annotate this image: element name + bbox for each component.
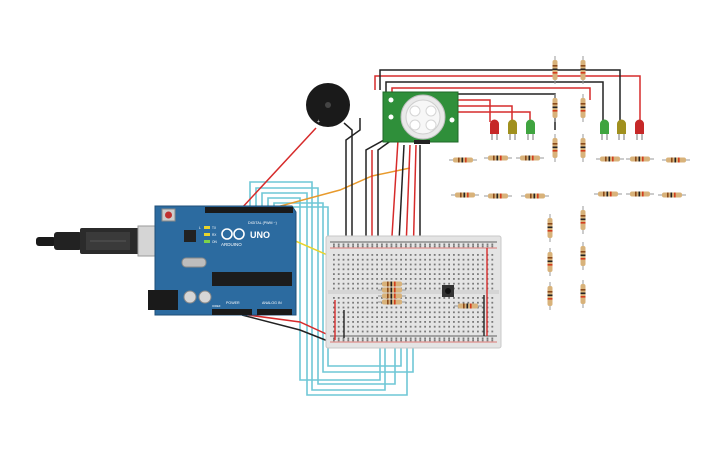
resistor[interactable] [451,192,479,198]
arduino-logo-icon [221,228,245,240]
wire-red[interactable] [458,105,513,122]
wire-red[interactable] [458,99,491,122]
ioref-label: IOREF [212,304,221,308]
led-group [490,119,644,141]
resistor[interactable] [378,281,406,287]
analog-label: ANALOG IN [262,301,282,305]
board-model: UNO [250,230,270,240]
digital-header [205,207,293,213]
svg-text:+: + [317,119,320,125]
resistor[interactable] [594,191,622,197]
atmega-chip [212,272,292,286]
resistor[interactable] [484,193,512,199]
led-yellow[interactable] [508,119,517,141]
resistor[interactable] [378,287,406,293]
resistor[interactable] [547,248,553,276]
resistor[interactable] [580,94,586,122]
resistor[interactable] [626,191,654,197]
on-label: ON [212,240,217,244]
wire-cyan[interactable] [261,192,408,396]
led-red[interactable] [635,119,644,141]
power-header [212,309,252,315]
resistor[interactable] [580,134,586,162]
piezo-buzzer[interactable]: + [306,83,350,127]
resistor[interactable] [658,192,686,198]
resistor[interactable] [580,280,586,308]
resistor[interactable] [580,56,586,84]
wire-cyan[interactable] [273,202,414,373]
led-yellow[interactable] [617,119,626,141]
usb-cable[interactable] [36,225,171,257]
pushbutton[interactable] [442,285,454,297]
resistor[interactable] [454,303,482,309]
breadboard[interactable] [325,235,502,349]
resistor[interactable] [552,94,558,122]
wire-black[interactable] [385,81,604,122]
wire-red[interactable] [247,314,336,339]
power-jack[interactable] [148,290,178,310]
led-green[interactable] [600,119,609,141]
resistor-group [378,56,690,310]
led-green[interactable] [526,119,535,141]
resistor[interactable] [516,155,544,161]
resistor[interactable] [378,299,406,305]
rx-label: RX [212,233,217,237]
resistor[interactable] [378,293,406,299]
wire-red[interactable] [391,87,591,100]
wire-red[interactable] [374,75,641,122]
board-brand: ARDUINO [221,242,242,247]
resistor[interactable] [662,157,690,163]
resistor[interactable] [580,206,586,234]
wire-black[interactable] [241,314,339,346]
resistor[interactable] [484,155,512,161]
resistor[interactable] [547,214,553,242]
resistor[interactable] [547,282,553,310]
led-red[interactable] [490,119,499,141]
resistor[interactable] [552,134,558,162]
pir-motion-sensor[interactable] [382,91,459,144]
resistor[interactable] [580,242,586,270]
digital-label: DIGITAL (PWM ~) [248,221,277,225]
wire-black[interactable] [379,69,621,122]
l-label: L [199,226,201,230]
analog-header [257,309,292,315]
tx-label: TX [212,226,217,230]
arduino-uno-board[interactable]: UNO ARDUINO DIGITAL (PWM ~) POWER ANALOG… [148,205,297,316]
resistor[interactable] [521,193,549,199]
power-label: POWER [226,301,240,305]
resistor[interactable] [596,156,624,162]
resistor[interactable] [626,156,654,162]
wire-red[interactable] [458,111,531,122]
wire-cyan[interactable] [249,181,386,391]
wire-orange[interactable] [246,167,411,216]
resistor[interactable] [449,157,477,163]
wire-red[interactable] [239,127,317,211]
resistor[interactable] [552,56,558,84]
wire-cyan[interactable] [267,197,381,381]
